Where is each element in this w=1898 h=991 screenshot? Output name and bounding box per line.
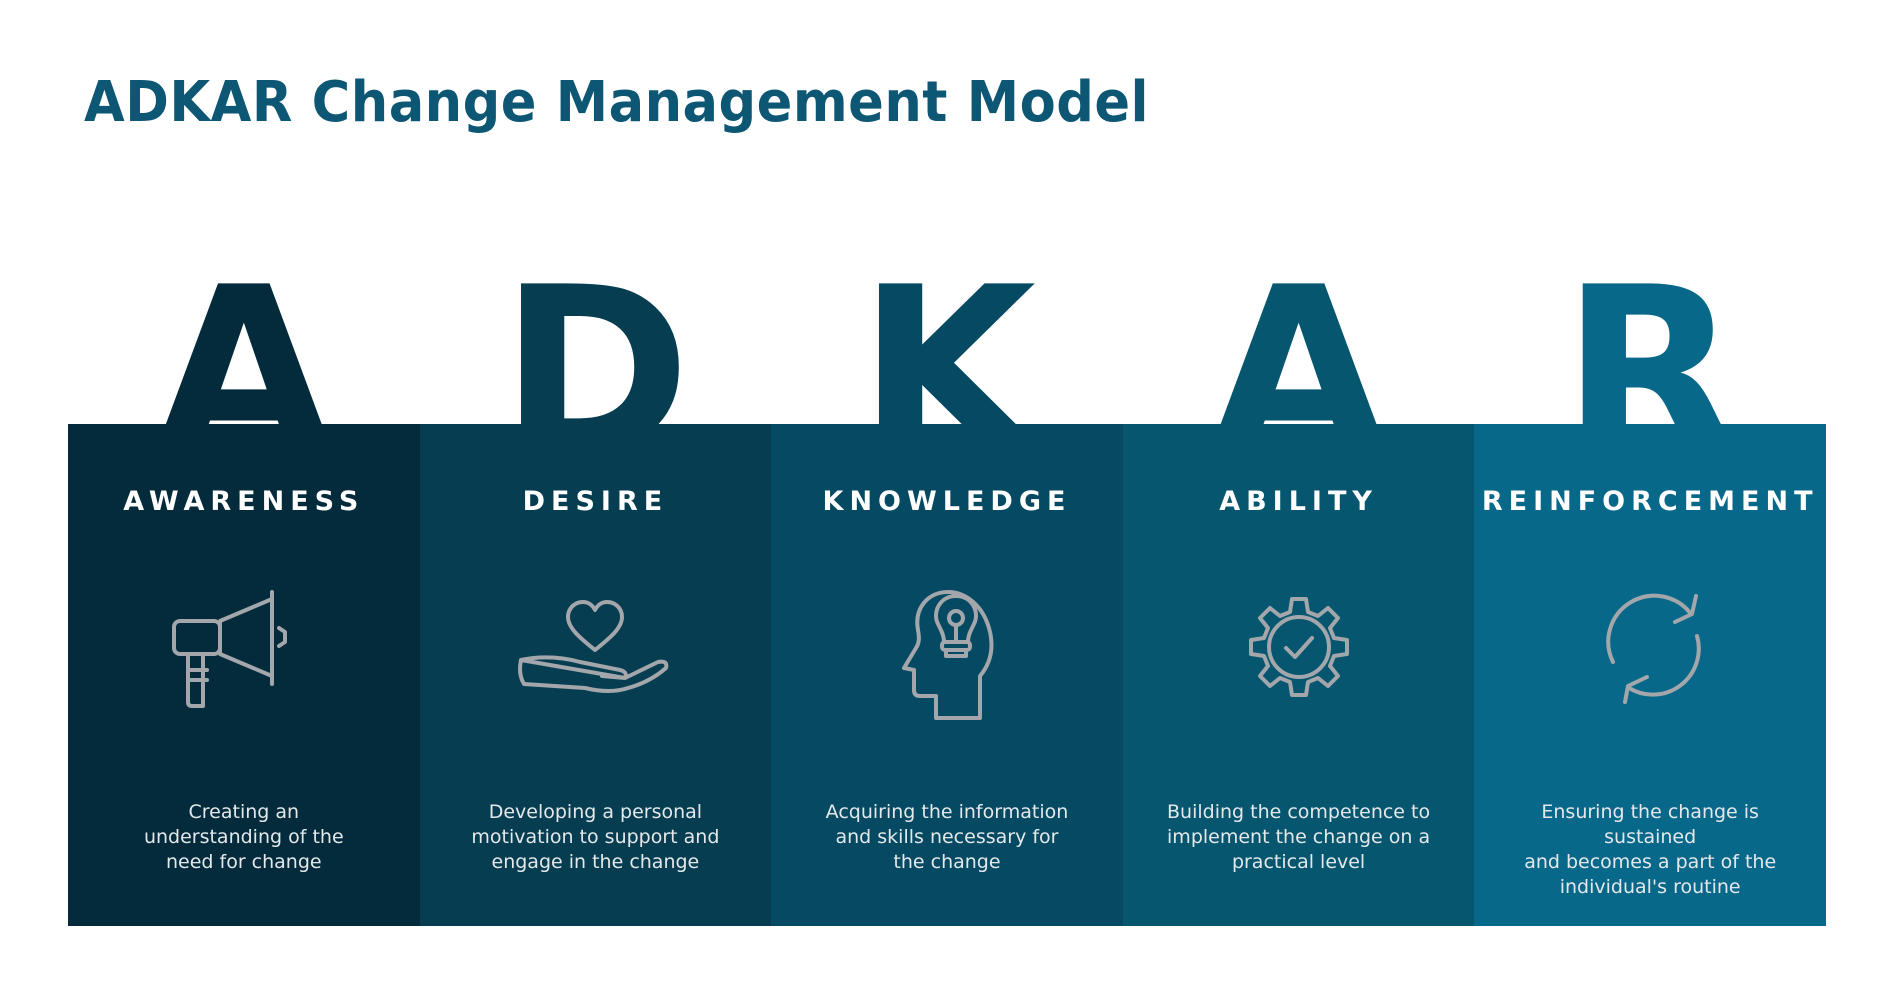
panel-awareness: AWARENESS Creating an understanding of t… — [68, 424, 420, 926]
panel-description: Building the competence to implement the… — [1167, 801, 1431, 873]
big-letter-k: K — [857, 250, 1037, 425]
megaphone-icon — [171, 590, 287, 708]
adkar-panels: AWARENESS Creating an understanding of t… — [68, 424, 1826, 926]
letter-cell-reinforcement: R — [1474, 250, 1826, 425]
panel-title: AWARENESS — [123, 486, 365, 517]
panel-title: ABILITY — [1219, 486, 1378, 517]
heart-in-hand-icon — [518, 600, 669, 693]
panel-ability: ABILITY Building the competence to imple… — [1122, 424, 1475, 926]
panel-title: KNOWLEDGE — [822, 486, 1072, 517]
letter-cell-desire: D — [420, 250, 772, 425]
panel-reinforcement: REINFORCEMENT Ensuring the change is sus… — [1474, 424, 1826, 926]
letter-cell-awareness: A — [68, 250, 420, 425]
gear-checkmark-icon — [1248, 597, 1349, 697]
panel-title: DESIRE — [522, 486, 669, 517]
panel-description: Developing a personal motivation to supp… — [471, 801, 720, 873]
panel-title: REINFORCEMENT — [1481, 486, 1819, 517]
refresh-cycle-icon — [1606, 593, 1701, 704]
panel-description: Creating an understanding of the need fo… — [143, 801, 344, 873]
big-letter-a2: A — [1209, 250, 1388, 425]
head-lightbulb-icon — [901, 590, 994, 720]
panel-knowledge: KNOWLEDGE Acquiring the information and … — [771, 424, 1123, 926]
adkar-letters: A D K A R — [68, 250, 1826, 425]
panel-description: Acquiring the information and skills nec… — [825, 801, 1069, 873]
big-letter-r: R — [1561, 250, 1739, 425]
panel-desire: DESIRE Developing a personal motivation … — [419, 424, 772, 926]
panel-description: Ensuring the change is sustained and bec… — [1524, 801, 1777, 898]
page-title: ADKAR Change Management Model — [84, 70, 1150, 135]
big-letter-a: A — [154, 250, 333, 425]
letter-cell-ability: A — [1123, 250, 1475, 425]
big-letter-d: D — [499, 250, 691, 425]
letter-cell-knowledge: K — [771, 250, 1123, 425]
